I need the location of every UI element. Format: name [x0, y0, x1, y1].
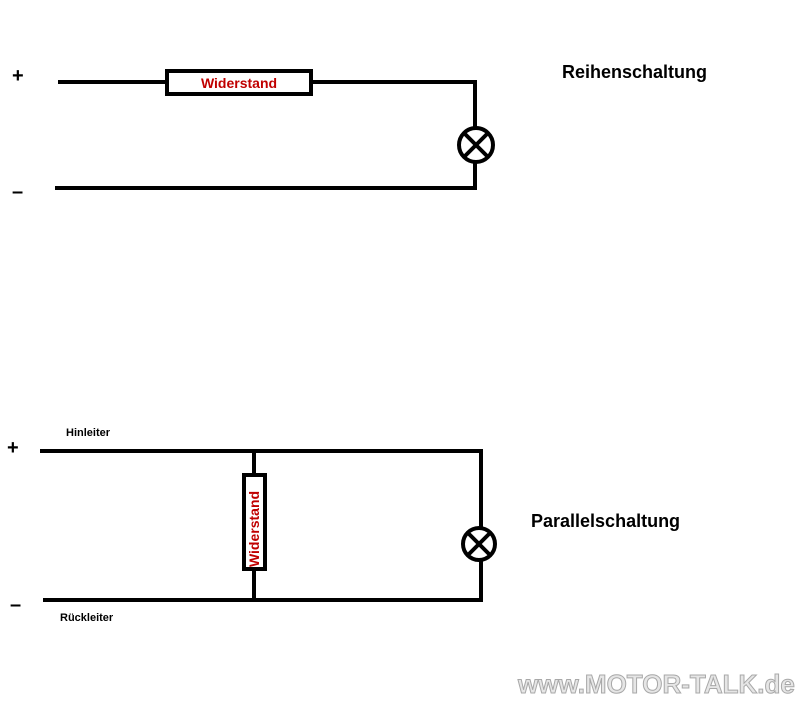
watermark: www.MOTOR-TALK.de — [517, 669, 795, 699]
series-resistor — [165, 69, 313, 96]
parallel-circuit: + – Hinleiter Rückleiter Widerstand Para… — [7, 427, 680, 624]
series-title: Reihenschaltung — [562, 62, 707, 82]
supply-line-label: Hinleiter — [66, 427, 111, 439]
parallel-title: Parallelschaltung — [531, 511, 680, 531]
return-line-label: Rückleiter — [60, 612, 114, 624]
series-minus-sign: – — [12, 181, 23, 203]
series-circuit: + – Widerstand Reihenschaltung — [12, 62, 707, 203]
parallel-minus-sign: – — [10, 594, 21, 616]
series-plus-sign: + — [12, 65, 24, 87]
series-resistor-label: Widerstand — [201, 75, 277, 91]
parallel-resistor — [242, 473, 267, 571]
series-lamp-icon — [457, 126, 495, 164]
parallel-lamp-icon — [461, 526, 497, 562]
parallel-resistor-label: Widerstand — [246, 491, 262, 567]
parallel-plus-sign: + — [7, 437, 19, 459]
